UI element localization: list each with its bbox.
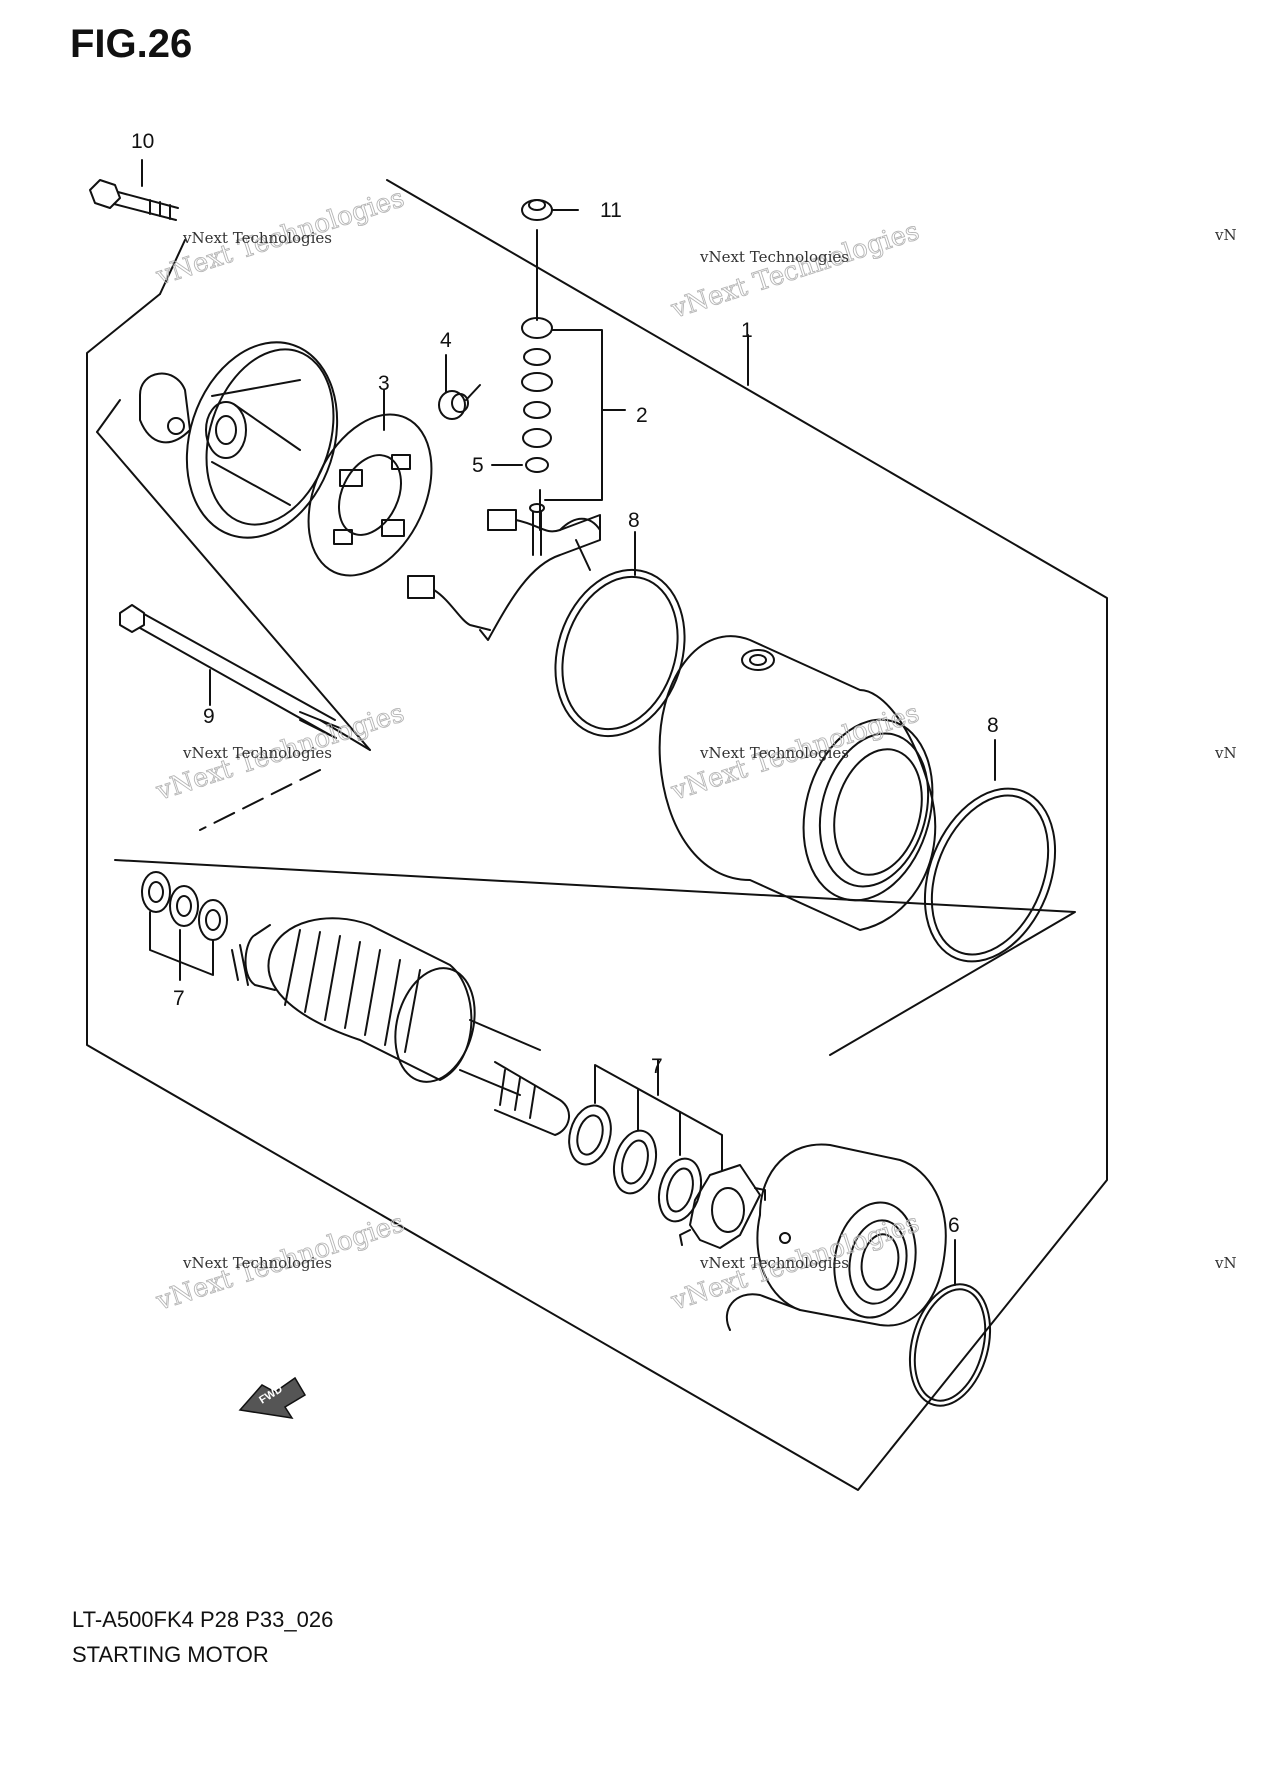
watermark-top-center: vNext Technologies vNext Technologies (666, 216, 923, 326)
callout-1: 1 (741, 319, 753, 342)
brush-holder (407, 489, 601, 641)
through-bolt (119, 604, 341, 739)
o-ring-upper (554, 531, 686, 738)
callout-11: 11 (600, 199, 622, 222)
nut-top (521, 199, 579, 221)
svg-text:vNext Technologies: vNext Technologies (182, 229, 332, 247)
callout-8-upper: 8 (628, 509, 640, 532)
o-ring-front (908, 1239, 992, 1407)
figure-code: LT-A500FK4 P28 P33_026 (72, 1607, 334, 1632)
svg-text:vNext Technologies: vNext Technologies (699, 1254, 849, 1272)
callout-3: 3 (378, 372, 390, 395)
watermark-mid-center: vNext Technologies vNext Technologies (666, 698, 923, 808)
svg-text:vN: vN (1214, 1254, 1237, 1272)
callout-2: 2 (636, 404, 648, 427)
watermark-top-left: vNext Technologies vNext Technologies (151, 183, 408, 293)
bolt-top (89, 159, 179, 221)
svg-text:vNext Technologies: vNext Technologies (667, 216, 923, 325)
callout-10: 10 (131, 130, 154, 153)
assembly-outline (86, 179, 1108, 1491)
forward-arrow-icon: FWD (238, 1376, 307, 1419)
callout-4: 4 (440, 329, 452, 352)
svg-text:vN: vN (1214, 744, 1237, 762)
watermark-bottom-left: vNext Technologies vNext Technologies (151, 1208, 408, 1318)
thrust-washers-right (568, 1059, 723, 1223)
svg-text:vNext Technologies: vNext Technologies (182, 1254, 332, 1272)
bearing (438, 384, 481, 420)
figure-name: STARTING MOTOR (72, 1642, 269, 1664)
rear-cover (139, 341, 339, 539)
callout-7-right: 7 (651, 1055, 663, 1078)
callout-8-lower: 8 (987, 714, 999, 737)
callout-5: 5 (472, 454, 484, 477)
figure-title: FIG.26 (70, 22, 193, 66)
o-ring-lower (923, 739, 1057, 963)
watermark-mid-right: vN (1214, 744, 1237, 762)
lock-plate (679, 1164, 766, 1249)
callout-9: 9 (203, 705, 215, 728)
watermark-bottom-right: vN (1214, 1254, 1237, 1272)
brush-plate (307, 413, 433, 577)
svg-text:vN: vN (1214, 226, 1237, 244)
svg-text:vNext Technologies: vNext Technologies (699, 248, 849, 266)
watermark-top-right: vN (1214, 226, 1237, 244)
callout-6: 6 (948, 1214, 960, 1237)
svg-text:vNext Technologies: vNext Technologies (699, 744, 849, 762)
washer-stack (491, 229, 626, 556)
thrust-washers-left (141, 871, 228, 981)
front-cover (725, 1143, 947, 1331)
svg-text:vNext Technologies: vNext Technologies (182, 744, 332, 762)
motor-yoke (658, 635, 937, 931)
callout-7-left: 7 (173, 987, 185, 1010)
armature (231, 917, 570, 1136)
